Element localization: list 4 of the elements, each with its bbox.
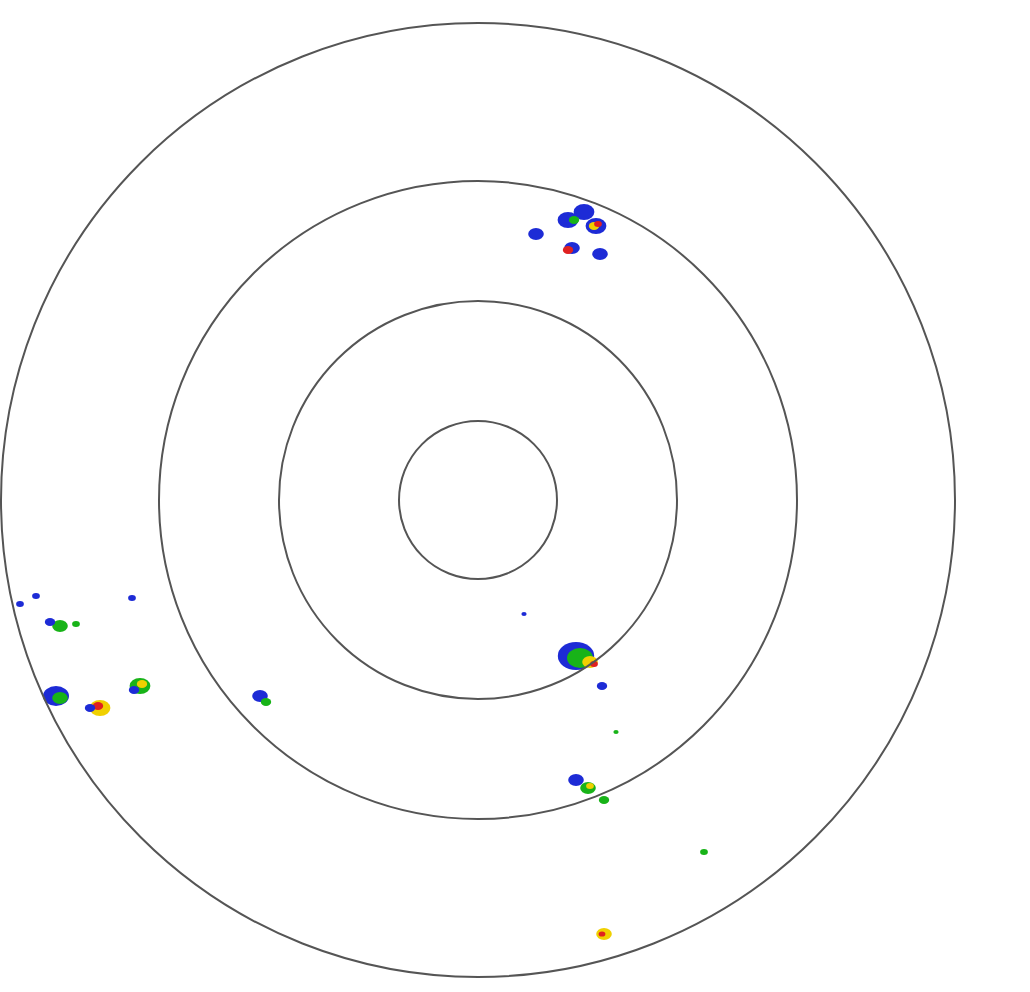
range-ring: [158, 180, 798, 820]
range-ring: [278, 300, 678, 700]
range-ring: [398, 420, 558, 580]
range-ring: [0, 22, 956, 978]
